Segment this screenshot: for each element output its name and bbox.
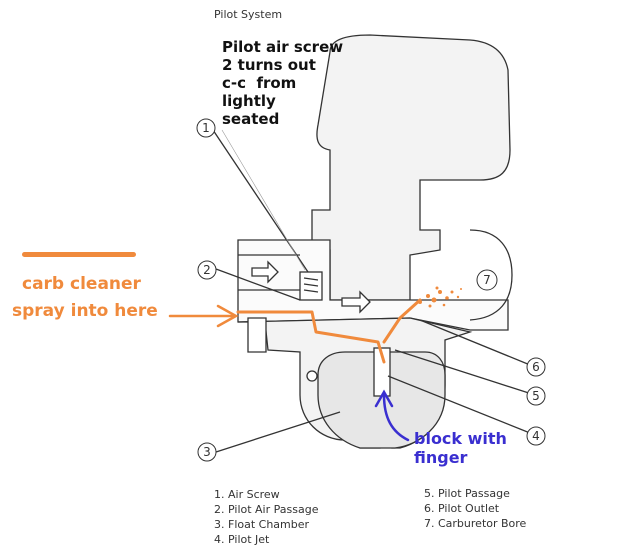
callout-6: 6	[532, 360, 540, 374]
slide-housing	[311, 34, 511, 301]
callout-4: 4	[532, 429, 540, 443]
callout-5: 5	[532, 389, 540, 403]
orange-underline	[22, 252, 136, 257]
legend-item: 7. Carburetor Bore	[424, 517, 527, 530]
block-finger-note: block with finger	[414, 429, 507, 467]
orange-note-line-2: spray into here	[12, 301, 158, 321]
callout-circle-7	[476, 269, 498, 291]
spray-dots	[418, 286, 462, 308]
blue-note-line: block with	[414, 429, 507, 448]
air-screw-note: Pilot air screw 2 turns out c-c from lig…	[222, 38, 343, 128]
legend-item: 5. Pilot Passage	[424, 487, 510, 500]
air-screw	[299, 271, 323, 301]
diagram-title: Pilot System	[214, 8, 283, 21]
legend-right: 5. Pilot Passage 6. Pilot Outlet 7. Carb…	[424, 486, 526, 531]
note-line: seated	[222, 110, 280, 128]
callout-circle-5	[526, 386, 546, 406]
callout-3: 3	[203, 445, 211, 459]
legend-item: 4. Pilot Jet	[214, 533, 270, 546]
orange-note-line-1: carb cleaner	[22, 274, 141, 294]
legend-item: 2. Pilot Air Passage	[214, 503, 319, 516]
legend-item: 1. Air Screw	[214, 488, 280, 501]
blue-arrow	[382, 393, 410, 442]
callout-1: 1	[202, 121, 210, 135]
note-line: lightly	[222, 92, 276, 110]
callout-circle-3	[197, 442, 217, 462]
note-line: 2 turns out	[222, 56, 316, 74]
callout-7: 7	[483, 273, 491, 287]
callout-circle-4	[526, 426, 546, 446]
callout-circle-1	[196, 118, 216, 138]
pilot-air-passage	[236, 310, 386, 364]
legend-left: 1. Air Screw 2. Pilot Air Passage 3. Flo…	[214, 487, 318, 547]
callout-2: 2	[203, 263, 211, 277]
note-line: c-c from	[222, 74, 297, 92]
callout-circle-2	[197, 260, 217, 280]
blue-note-line: finger	[414, 448, 468, 467]
callout-circle-6	[526, 357, 546, 377]
legend-item: 6. Pilot Outlet	[424, 502, 500, 515]
note-line: Pilot air screw	[222, 38, 344, 56]
legend-item: 3. Float Chamber	[214, 518, 310, 531]
